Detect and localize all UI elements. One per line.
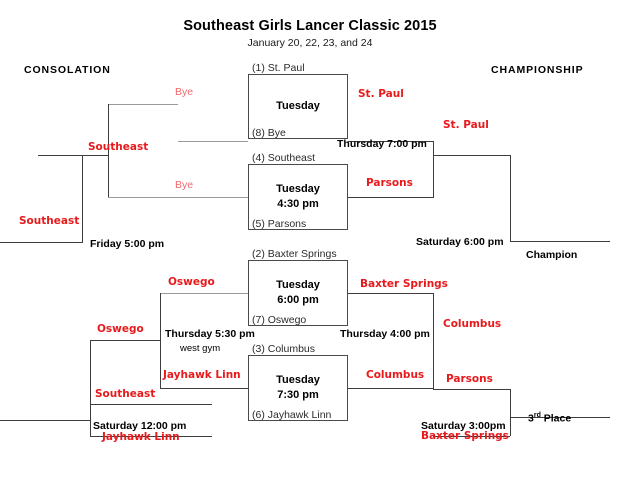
- semi-upper-out-line: [433, 155, 510, 156]
- consolation-lower-semi-time: Thursday 5:30 pm: [165, 328, 255, 340]
- third-place-label-text: Place: [540, 412, 572, 425]
- consolation-lower-upper-line: [160, 293, 248, 294]
- consolation-lower-pair-winner: Jayhawk Linn: [163, 369, 241, 381]
- consolation-upper-semi-join: [82, 155, 83, 243]
- semi-upper-time: Thursday 7:00 pm: [337, 138, 427, 150]
- game-box-3: Tuesday 6:00 pm: [248, 260, 348, 326]
- game-2-feed-line: [178, 197, 248, 198]
- game-box-1: Tuesday: [248, 74, 348, 139]
- game-4-winner-line: [348, 388, 433, 389]
- consolation-lower-lower-line: [160, 388, 248, 389]
- consolation-bye-lower-line: [108, 197, 178, 198]
- game-1-winner-line: [348, 141, 433, 142]
- game-2-time-line1: Tuesday: [276, 183, 320, 195]
- game-3-winner: Baxter Springs: [360, 278, 448, 290]
- game-box-4: Tuesday 7:30 pm: [248, 355, 348, 421]
- consolation-upper-pair-winner: Southeast: [88, 141, 149, 153]
- game-box-2: Tuesday 4:30 pm: [248, 164, 348, 230]
- third-place-label: 3rd Place: [528, 412, 571, 425]
- game-3-bottom-seed: (7) Oswego: [252, 314, 307, 326]
- third-place-top-team: Parsons: [446, 373, 493, 385]
- consolation-upper-semi-winner: Southeast: [19, 215, 80, 227]
- page-subtitle: January 20, 22, 23, and 24: [247, 37, 373, 49]
- consolation-upper-semi-out-line: [0, 242, 82, 243]
- third-place-time: Saturday 3:00pm: [421, 420, 506, 432]
- champion-label: Champion: [526, 249, 578, 261]
- game-2-bottom-seed: (5) Parsons: [252, 218, 307, 230]
- third-place-out-line: [510, 417, 610, 418]
- game-1-top-seed: (1) St. Paul: [252, 62, 305, 74]
- consolation-final-time: Saturday 12:00 pm: [93, 420, 187, 432]
- semi-lower-winner: Columbus: [443, 318, 502, 330]
- consolation-final-out-line: [0, 420, 90, 421]
- consolation-final-top-team: Southeast: [95, 388, 156, 400]
- consolation-lower-semi-winner: Oswego: [97, 323, 144, 335]
- game-1-time-line1: Tuesday: [276, 100, 320, 112]
- championship-final-time: Saturday 6:00 pm: [416, 236, 504, 248]
- consolation-lower-upper-winner: Oswego: [168, 276, 215, 288]
- game-4-time-line1: Tuesday: [276, 374, 320, 386]
- championship-header: CHAMPIONSHIP: [491, 64, 584, 76]
- third-place-join: [510, 389, 511, 436]
- third-place-label-sup: rd: [533, 412, 541, 419]
- game-2-time-line2: 4:30 pm: [277, 198, 319, 210]
- consolation-final-top-line: [90, 404, 212, 405]
- championship-lower-join: [433, 293, 434, 389]
- third-place-label-number: 3: [528, 412, 534, 425]
- consolation-lower-pair-join: [160, 293, 161, 388]
- consolation-bye-upper-line: [108, 104, 178, 105]
- semi-lower-time: Thursday 4:00 pm: [340, 328, 430, 340]
- game-3-top-seed: (2) Baxter Springs: [252, 248, 337, 260]
- game-1-winner: St. Paul: [358, 88, 404, 100]
- consolation-final-bottom-line: [90, 436, 212, 437]
- consolation-final-bottom-team: Jayhawk Linn: [102, 431, 180, 443]
- championship-final-out-line: [510, 241, 610, 242]
- game-4-winner: Columbus: [366, 369, 425, 381]
- semi-upper-winner: St. Paul: [443, 119, 489, 131]
- championship-upper-join: [433, 141, 434, 198]
- page-title: Southeast Girls Lancer Classic 2015: [183, 18, 437, 34]
- game-1-top-feed-line: [178, 141, 248, 142]
- third-place-bottom-line: [433, 436, 510, 437]
- game-2-winner-line: [348, 197, 433, 198]
- consolation-lower-semi-out-line: [90, 340, 160, 341]
- game-2-top-seed: (4) Southeast: [252, 152, 316, 164]
- game-3-time-line1: Tuesday: [276, 279, 320, 291]
- consolation-header: CONSOLATION: [24, 64, 111, 76]
- third-place-top-line: [433, 389, 510, 390]
- consolation-upper-semi-time: Friday 5:00 pm: [90, 238, 165, 250]
- consolation-upper-pair-join: [108, 104, 109, 197]
- consolation-lower-semi-subtext: west gym: [180, 343, 221, 354]
- consolation-bye-lower-label: Bye: [175, 179, 194, 191]
- game-1-bottom-seed: (8) Bye: [252, 127, 286, 139]
- consolation-final-upper-join: [90, 340, 91, 404]
- third-place-bottom-team: Baxter Springs: [421, 430, 509, 442]
- game-4-top-seed: (3) Columbus: [252, 343, 316, 355]
- game-3-winner-line: [348, 293, 433, 294]
- game-2-winner: Parsons: [366, 177, 413, 189]
- consolation-bye-upper-label: Bye: [175, 86, 194, 98]
- championship-final-join: [510, 155, 511, 241]
- game-4-time-line2: 7:30 pm: [277, 389, 319, 401]
- consolation-final-join: [90, 404, 91, 436]
- consolation-upper-pair-out-line: [38, 155, 108, 156]
- game-4-bottom-seed: (6) Jayhawk Linn: [252, 409, 332, 421]
- game-3-time-line2: 6:00 pm: [277, 294, 319, 306]
